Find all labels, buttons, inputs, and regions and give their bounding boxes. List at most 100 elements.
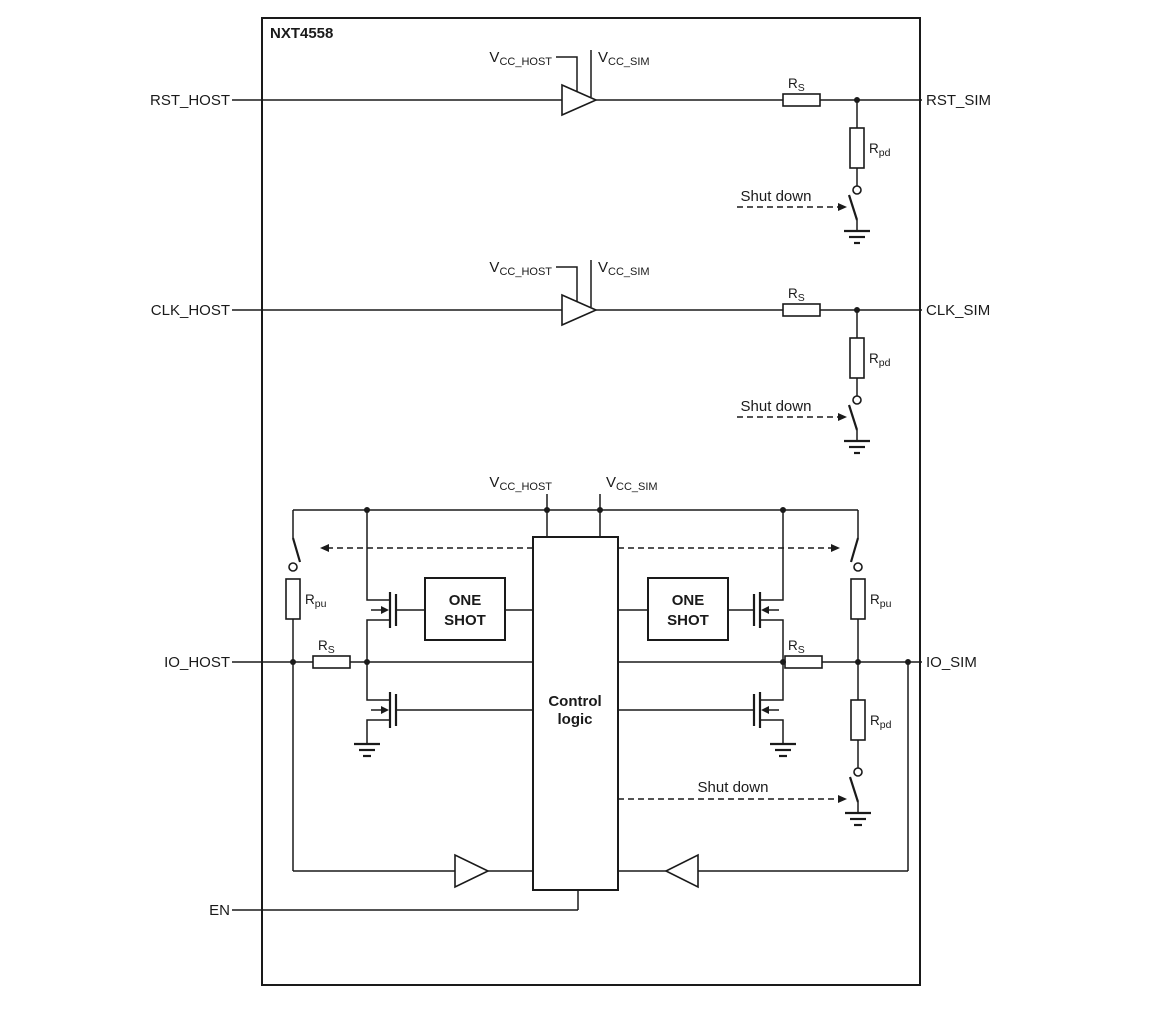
shutdown-label: Shut down <box>741 188 812 205</box>
host-upper-mosfet-icon <box>366 510 425 662</box>
level-translator-buffer-icon <box>561 293 598 327</box>
switch-contact-icon <box>853 767 863 777</box>
arrowhead-right-icon <box>381 606 389 614</box>
rpd-label-sub: pd <box>880 719 892 731</box>
ground-icon <box>844 439 870 455</box>
wire <box>366 662 390 701</box>
rst-sim-pin-label: RST_SIM <box>926 92 991 109</box>
en-pin-label: EN <box>209 902 230 919</box>
wire <box>760 719 784 744</box>
series-resistor-icon <box>782 303 821 317</box>
rst-host-pin-label: RST_HOST <box>150 92 230 109</box>
pulldown-resistor-icon <box>850 699 866 741</box>
series-resistor-icon <box>782 93 821 107</box>
io-channel: VCC_HOST VCC_SIM Rpu Rpu <box>164 474 977 919</box>
arrowhead-right-icon <box>838 413 847 421</box>
rpd-resistor-label: Rpd <box>870 713 892 731</box>
arrowhead-left-icon <box>761 606 769 614</box>
control-logic-label-line2: logic <box>557 711 592 728</box>
switch-blade-icon <box>849 537 860 563</box>
host-lower-mosfet-icon <box>366 662 533 744</box>
pulldown-resistor-icon <box>849 127 865 169</box>
ground-icon <box>770 742 796 758</box>
sim-lower-mosfet-icon <box>618 662 784 744</box>
vcc-host-label-sub: CC_HOST <box>499 481 552 493</box>
rpd-label-main: R <box>869 351 879 366</box>
wire <box>760 619 784 662</box>
one-shot-label-line2: SHOT <box>444 612 486 629</box>
one-shot-label-line2: SHOT <box>667 612 709 629</box>
junction-dot <box>364 659 370 665</box>
wire <box>366 619 390 662</box>
rpd-label-sub: pd <box>879 357 891 369</box>
rpu-resistor-label: Rpu <box>305 592 327 610</box>
one-shot-block-left <box>424 577 506 641</box>
vcc-sim-label: VCC_SIM <box>598 259 650 278</box>
control-logic-block <box>532 536 619 891</box>
rst-channel: RST_HOST VCC_HOST VCC_SIM RS RST_SIM Rpd… <box>150 49 991 245</box>
rs-resistor-label: RS <box>788 638 805 656</box>
vcc-host-label-sub: CC_HOST <box>499 266 552 278</box>
arrowhead-right-icon <box>381 706 389 714</box>
vcc-host-supply-wire <box>556 266 578 302</box>
rs-label-sub: S <box>798 644 805 656</box>
rs-label-sub: S <box>798 292 805 304</box>
vcc-host-supply-wire <box>556 56 578 92</box>
rs-label-sub: S <box>798 82 805 94</box>
shutdown-label: Shut down <box>698 779 769 796</box>
pullup-resistor-icon <box>850 578 866 620</box>
wire <box>366 510 390 601</box>
rs-label-sub: S <box>328 644 335 656</box>
series-resistor-icon <box>784 655 823 669</box>
vcc-sim-label: VCC_SIM <box>598 49 650 68</box>
wire <box>366 719 390 744</box>
vcc-sim-label-sub: CC_SIM <box>608 56 650 68</box>
vcc-host-label-main: V <box>489 49 499 66</box>
vcc-host-label: VCC_HOST <box>489 474 552 493</box>
switch-contact-icon <box>852 185 862 195</box>
rs-label-main: R <box>788 638 798 653</box>
switch-contact-icon <box>852 395 862 405</box>
vcc-sim-label-main: V <box>598 49 608 66</box>
clk-host-pin-label: CLK_HOST <box>151 302 230 319</box>
vcc-sim-label-sub: CC_SIM <box>608 266 650 278</box>
rs-resistor-label: RS <box>318 638 335 656</box>
rs-label-main: R <box>318 638 328 653</box>
level-translator-buffer-icon <box>561 83 598 117</box>
switch-blade-icon <box>848 776 860 803</box>
rs-label-main: R <box>788 76 798 91</box>
vcc-sim-label-main: V <box>598 259 608 276</box>
clk-channel: CLK_HOST VCC_HOST VCC_SIM RS CLK_SIM Rpd… <box>151 259 990 455</box>
ground-icon <box>844 229 870 245</box>
switch-blade-icon <box>291 537 302 563</box>
rpd-label-main: R <box>869 141 879 156</box>
rpu-label-sub: pu <box>315 598 327 610</box>
switch-blade-icon <box>847 404 859 431</box>
vcc-host-label-main: V <box>489 474 499 491</box>
rpu-label-main: R <box>870 592 880 607</box>
arrowhead-right-icon <box>838 795 847 803</box>
wire <box>760 662 784 701</box>
switch-contact-icon <box>288 562 298 572</box>
vcc-sim-label: VCC_SIM <box>606 474 658 493</box>
ground-icon <box>354 742 380 758</box>
enable-buffer-icon <box>454 853 490 889</box>
vcc-host-label-main: V <box>489 259 499 276</box>
sim-upper-mosfet-icon <box>728 510 784 662</box>
one-shot-label-line1: ONE <box>449 592 482 609</box>
junction-dot <box>544 507 550 513</box>
rpd-resistor-label: Rpd <box>869 351 891 369</box>
io-host-pin-label: IO_HOST <box>164 654 230 671</box>
shutdown-label: Shut down <box>741 398 812 415</box>
rs-resistor-label: RS <box>788 286 805 304</box>
vcc-sim-label-sub: CC_SIM <box>616 481 658 493</box>
arrowhead-left-icon <box>761 706 769 714</box>
rpd-label-main: R <box>870 713 880 728</box>
series-resistor-icon <box>312 655 351 669</box>
wire <box>760 510 784 601</box>
switch-contact-icon <box>853 562 863 572</box>
vcc-host-label: VCC_HOST <box>489 259 552 278</box>
rs-resistor-label: RS <box>788 76 805 94</box>
